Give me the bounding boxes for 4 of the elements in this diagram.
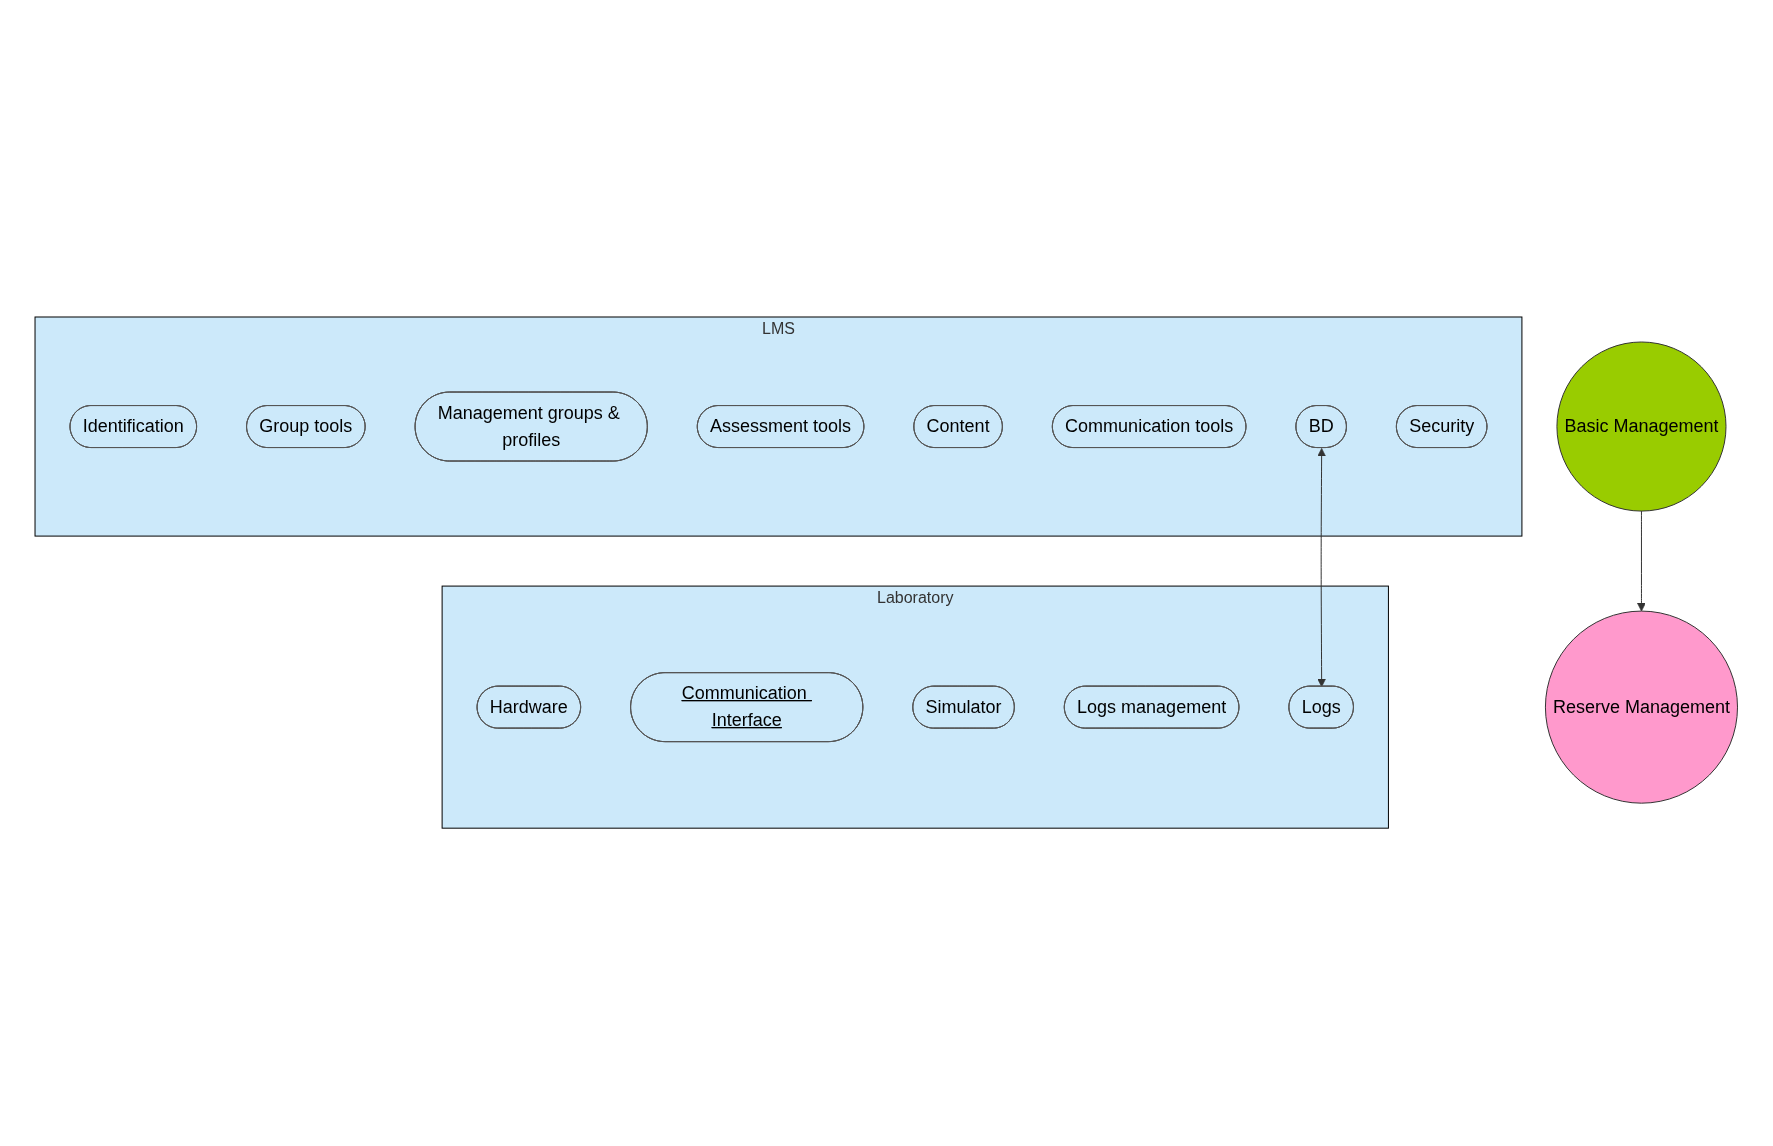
arrow <box>1317 448 1327 688</box>
node-circle: Basic Management <box>1556 341 1727 512</box>
arrow <box>1637 511 1647 612</box>
node-circle: Reserve Management <box>1545 611 1739 805</box>
